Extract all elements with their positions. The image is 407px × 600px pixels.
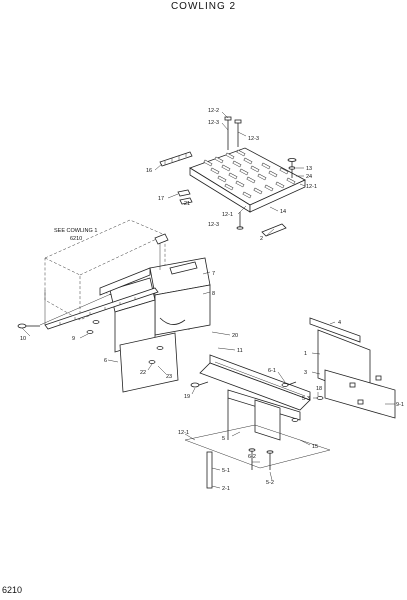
callout-12-1: 12-1 <box>178 430 189 436</box>
callout-23: 23 <box>166 374 172 380</box>
callout-18: 18 <box>316 386 322 392</box>
callout-9-1: 9-1 <box>396 402 404 408</box>
callout-9: 9 <box>72 336 75 342</box>
grated-step-assembly <box>154 111 306 237</box>
callout-5-3: 5-3 <box>302 396 310 402</box>
callout-8: 8 <box>212 291 215 297</box>
callout-labels: 12-2 12-3 12-3 13 24 12-1 16 17 21 12-1 … <box>20 108 404 492</box>
callout-5-1: 5-1 <box>222 468 230 474</box>
callout-12-3: 12-3 <box>248 136 259 142</box>
callout-21: 21 <box>184 201 190 207</box>
callout-12-1: 12-1 <box>222 212 233 218</box>
callout-10: 10 <box>20 336 26 342</box>
callout-12-3: 12-3 <box>208 222 219 228</box>
callout-6: 6 <box>104 358 107 364</box>
callout-13: 13 <box>306 166 312 172</box>
bottom-channel-assembly <box>184 354 331 489</box>
callout-1: 1 <box>304 351 307 357</box>
right-side-plate <box>309 317 396 419</box>
callout-24: 24 <box>306 174 312 180</box>
callout-14: 14 <box>280 209 286 215</box>
step-grating-slots <box>203 149 296 199</box>
side-panel-assembly <box>17 233 236 395</box>
callout-3: 3 <box>304 370 307 376</box>
callout-16: 16 <box>146 168 152 174</box>
callout-11: 11 <box>237 348 243 354</box>
callout-17: 17 <box>158 196 164 202</box>
callout-20: 20 <box>232 333 238 339</box>
callout-2: 2 <box>260 236 263 242</box>
callout-6-2: 6-2 <box>248 454 256 460</box>
callout-12-2: 12-2 <box>208 108 219 114</box>
reference-note: SEE COWLING 1 <box>54 228 97 234</box>
callout-7: 7 <box>212 271 215 277</box>
callout-5: 5 <box>222 436 225 442</box>
callout-15: 15 <box>312 444 318 450</box>
callout-6-1: 6-1 <box>268 368 276 374</box>
callout-4: 4 <box>338 320 341 326</box>
callout-19: 19 <box>184 394 190 400</box>
reference-code: 6210 <box>70 236 82 242</box>
callout-22: 22 <box>140 370 146 376</box>
page-title: COWLING 2 <box>170 1 237 12</box>
callout-2-1: 2-1 <box>222 486 230 492</box>
page-number: 6210 <box>2 585 23 595</box>
callout-5-2: 5-2 <box>266 480 274 486</box>
callout-12-3: 12-3 <box>208 120 219 126</box>
callout-12-1: 12-1 <box>306 184 317 190</box>
